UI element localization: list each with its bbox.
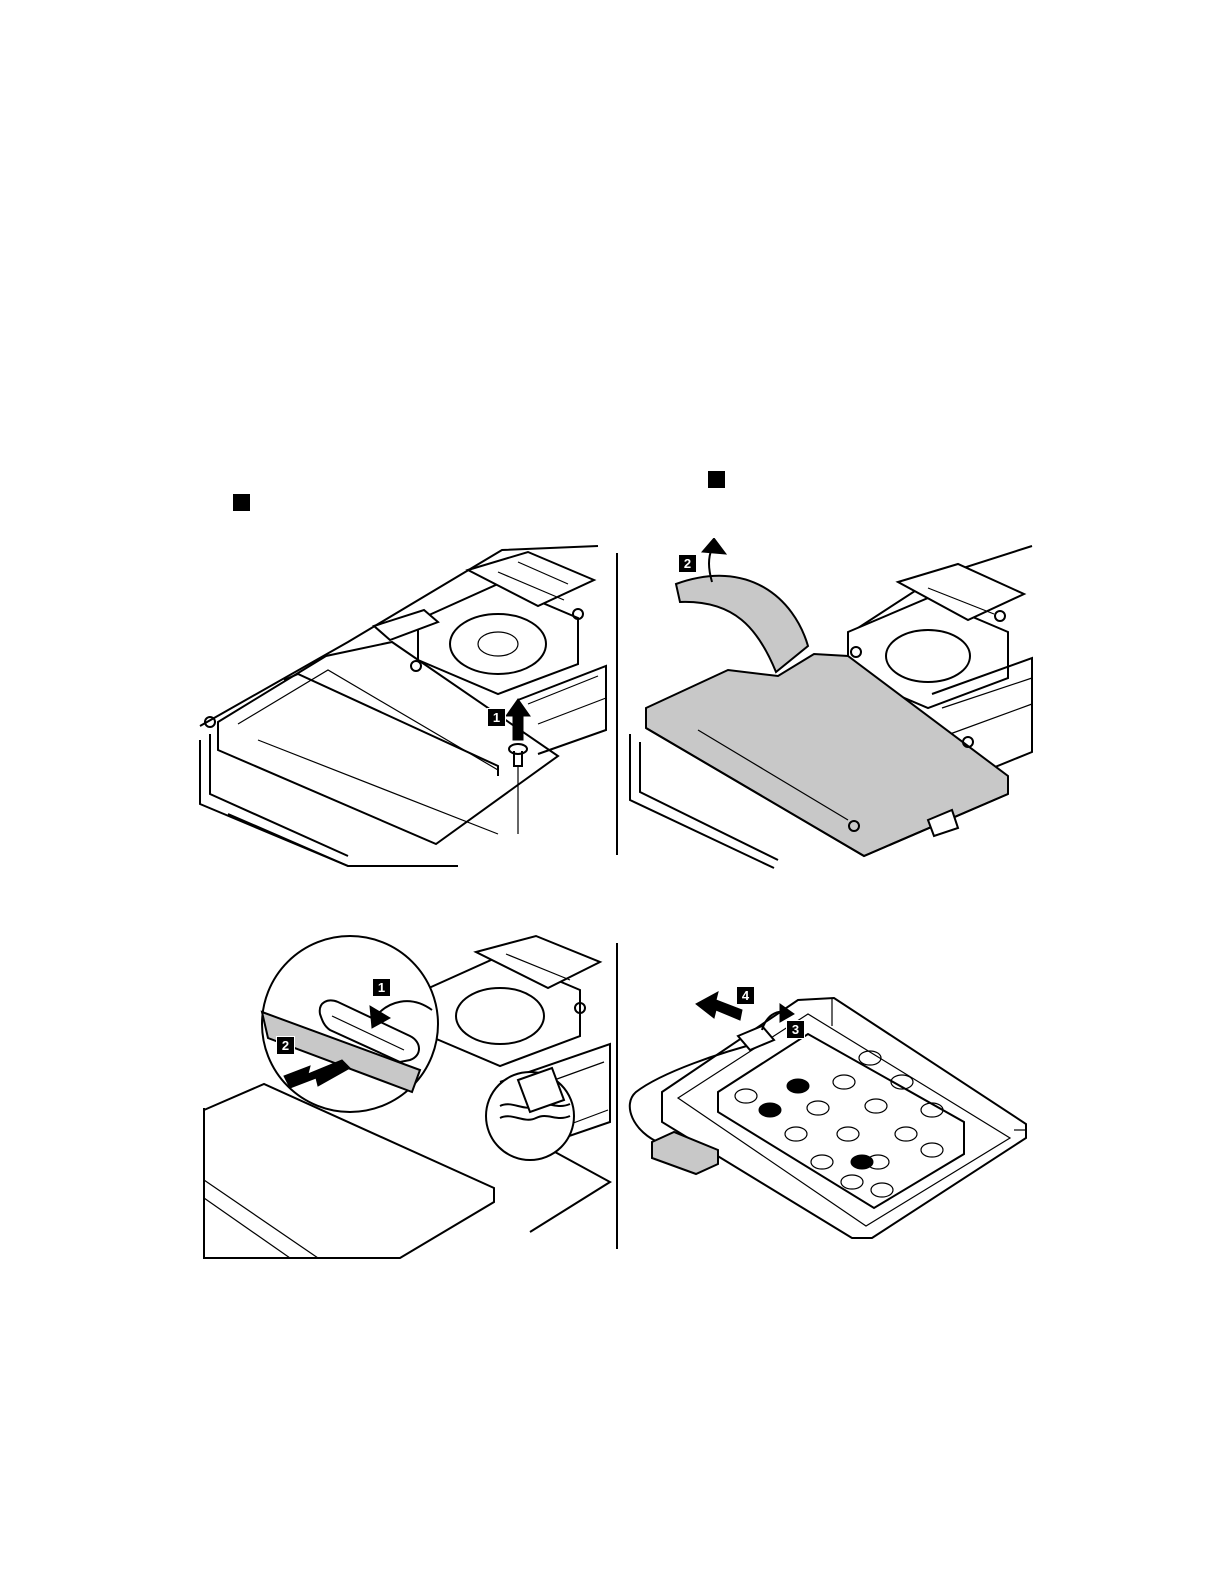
illustration-drive-bracket: 4 3 <box>622 982 1034 1240</box>
panel-divider <box>616 553 618 855</box>
callout-badge: 1 <box>372 978 391 997</box>
panel-divider <box>616 943 618 1249</box>
callout-badge: 3 <box>786 1020 805 1039</box>
callout-badge: 2 <box>276 1036 295 1055</box>
illustration-remove-screw: 1 <box>198 544 612 870</box>
step-marker-square <box>708 471 725 488</box>
step-marker-square <box>233 494 250 511</box>
callout-badge: 1 <box>487 708 506 727</box>
callout-badge: 2 <box>678 554 697 573</box>
illustration-disconnect-connector: 1 2 <box>200 932 614 1260</box>
callout-badge: 4 <box>736 986 755 1005</box>
illustration-lift-drive: 2 <box>628 538 1034 870</box>
